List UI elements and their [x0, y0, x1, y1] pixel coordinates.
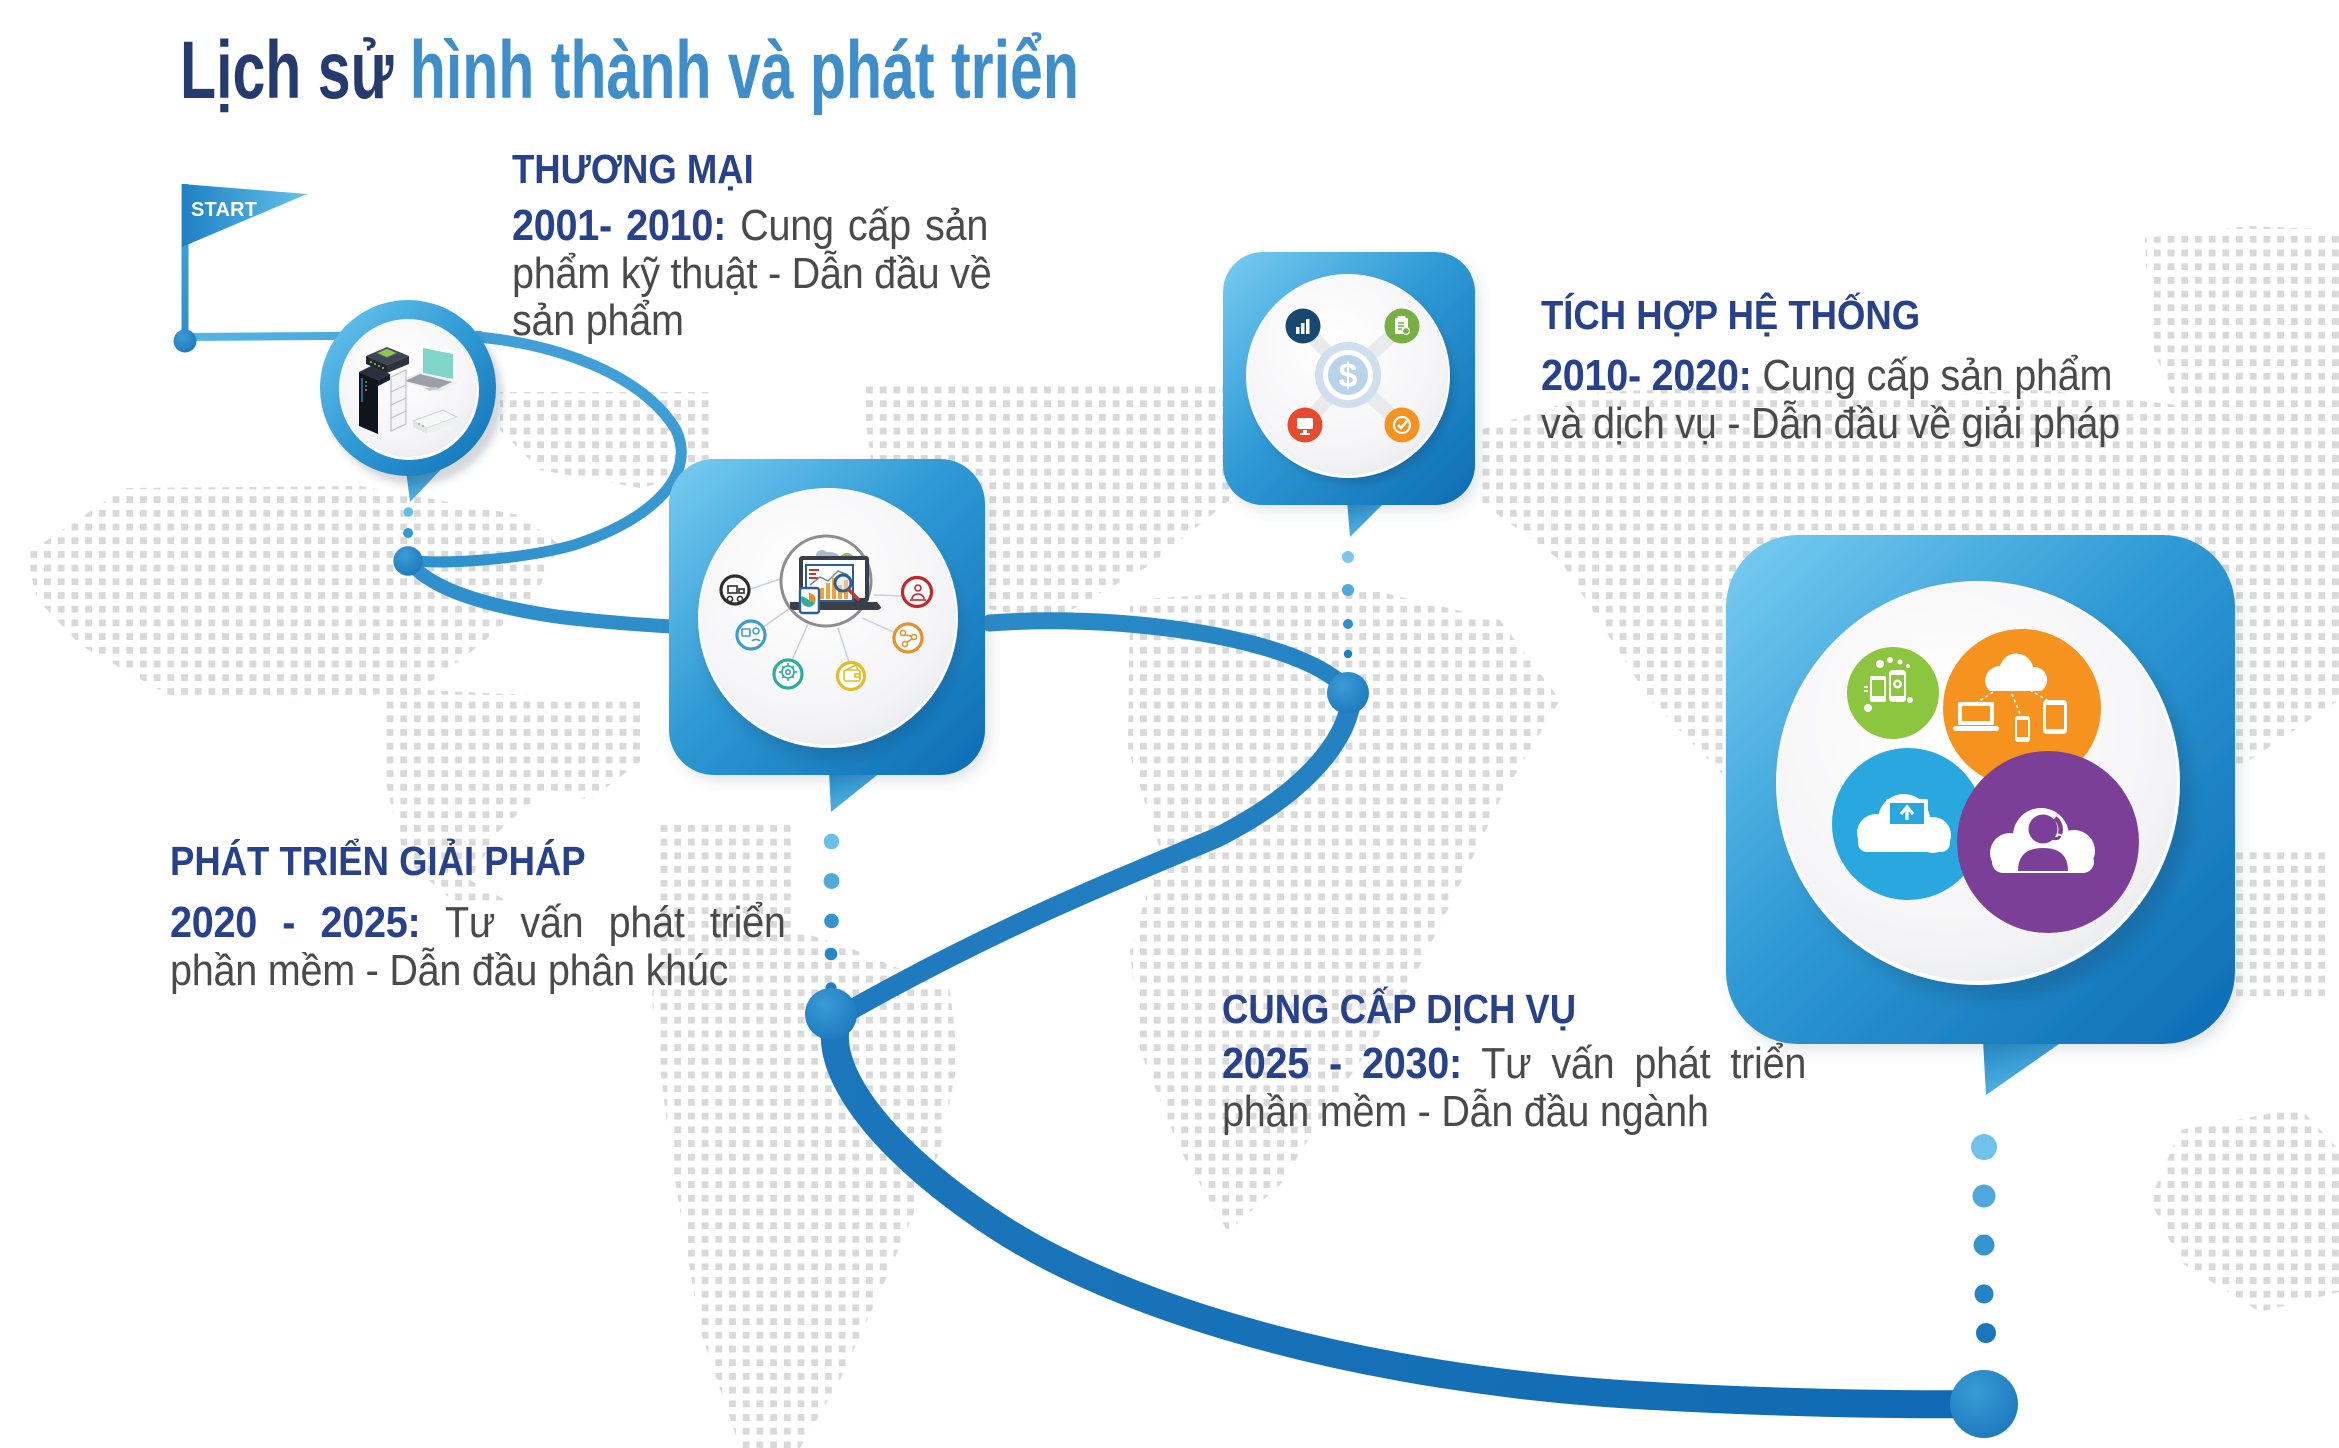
- svg-text:START: START: [191, 199, 257, 221]
- svg-text:$: $: [1339, 357, 1358, 395]
